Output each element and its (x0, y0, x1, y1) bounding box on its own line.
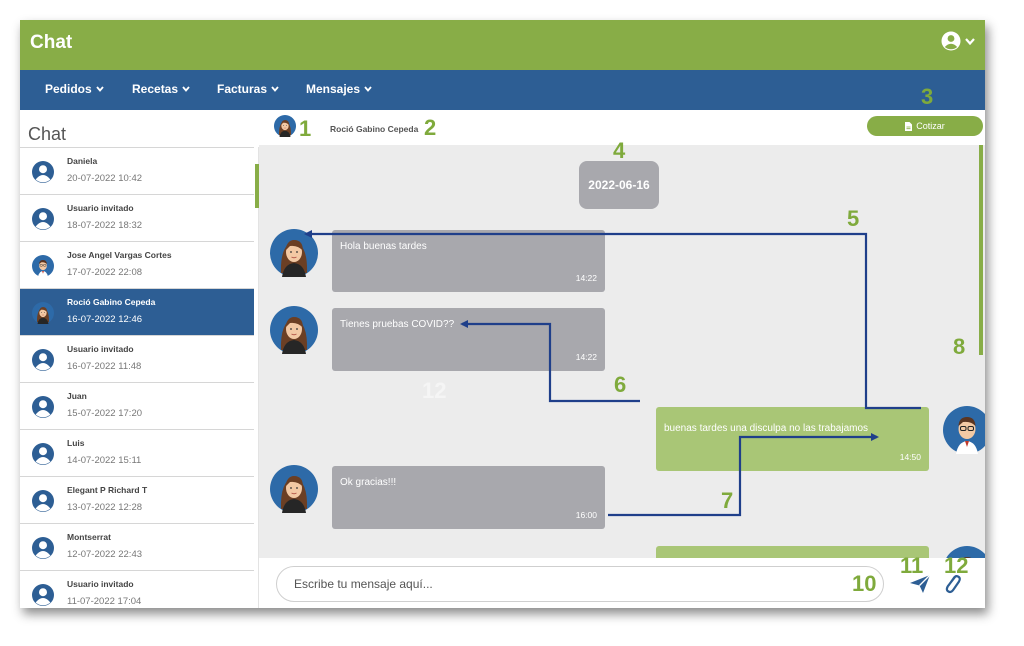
contact-time: 13-07-2022 12:28 (67, 502, 143, 513)
arrow-5 (304, 230, 921, 410)
chevron-down-icon (271, 86, 279, 92)
arrow-6 (460, 320, 640, 403)
cotizar-label: Cotizar (916, 121, 945, 131)
composer-bar (259, 558, 985, 608)
send-button[interactable] (909, 574, 931, 599)
annotation-5: 5 (847, 206, 860, 231)
contact-item[interactable]: Luis 14-07-2022 15:11 (20, 429, 254, 476)
annotation-6: 6 (614, 372, 627, 397)
message-bubble: Ok gracias!!! 16:00 (332, 466, 605, 529)
annotation-1: 1 (299, 116, 312, 141)
send-icon (910, 574, 931, 593)
annotation-12-ghost: 12 (422, 378, 447, 403)
contact-name: Daniela (67, 156, 98, 166)
contact-item[interactable]: Usuario invitado 11-07-2022 17:04 (20, 570, 254, 608)
annotation-11: 11 (900, 553, 924, 578)
message-time: 14:22 (575, 352, 597, 362)
chat-header: Roció Gabino Cepeda Cotizar (259, 110, 985, 145)
contact-time: 12-07-2022 22:43 (67, 549, 143, 560)
chat-contact-name: Roció Gabino Cepeda (330, 124, 419, 134)
message-bubble-outgoing: buenas tardes una disculpa no las trabaj… (656, 407, 929, 471)
annotation-4: 4 (613, 138, 626, 163)
message-bubble: Hola buenas tardes 14:22 (332, 230, 605, 292)
chevron-down-icon (182, 86, 190, 92)
user-circle-icon (941, 31, 961, 51)
contact-name: Montserrat (67, 532, 111, 542)
nav-facturas-label: Facturas (217, 82, 268, 96)
contact-item[interactable]: Elegant P Richard T 13-07-2022 12:28 (20, 476, 254, 523)
attach-button[interactable] (942, 571, 962, 600)
contact-item[interactable]: Daniela 20-07-2022 10:42 (20, 147, 254, 194)
paperclip-icon (945, 575, 961, 594)
contact-name: Usuario invitado (67, 203, 134, 213)
annotation-7: 7 (721, 488, 734, 513)
cotizar-button[interactable]: Cotizar (867, 116, 983, 136)
message-time: 14:50 (899, 452, 921, 462)
annotation-10: 10 (852, 571, 877, 596)
contact-time: 11-07-2022 17:04 (67, 596, 142, 607)
message-input[interactable] (276, 566, 884, 602)
contact-item[interactable]: Montserrat 12-07-2022 22:43 (20, 523, 254, 570)
nav-pedidos[interactable]: Pedidos (45, 82, 104, 96)
contact-time: 18-07-2022 18:32 (67, 220, 143, 231)
arrow-7 (608, 433, 879, 517)
nav-bar: Pedidos Recetas Facturas Mensajes (20, 70, 985, 110)
contact-name: Luis (67, 438, 85, 448)
message-text: Ok gracias!!! (340, 477, 397, 488)
contact-time: 14-07-2022 15:11 (67, 455, 142, 466)
contact-name: Elegant P Richard T (67, 485, 148, 495)
contact-item-active[interactable]: Roció Gabino Cepeda 16-07-2022 12:46 (20, 288, 254, 335)
app-title: Chat (30, 32, 73, 53)
nav-pedidos-label: Pedidos (45, 82, 92, 96)
contact-time: 17-07-2022 22:08 (67, 267, 143, 278)
annotation-3: 3 (921, 84, 934, 109)
contact-item[interactable]: Juan 15-07-2022 17:20 (20, 382, 254, 429)
contact-name: Juan (67, 391, 87, 401)
message-time: 16:00 (575, 510, 597, 520)
message-text: buenas tardes una disculpa no las trabaj… (664, 423, 869, 434)
nav-recetas-label: Recetas (132, 82, 179, 96)
contact-item[interactable]: Usuario invitado 16-07-2022 11:48 (20, 335, 254, 382)
chevron-down-icon (96, 86, 104, 92)
contact-time: 16-07-2022 11:48 (67, 361, 142, 372)
nav-facturas[interactable]: Facturas (217, 82, 279, 96)
contact-time: 20-07-2022 10:42 (67, 173, 143, 184)
file-icon (905, 121, 913, 131)
app-window: Chat Pedidos Recetas Facturas Mensajes C… (20, 20, 985, 608)
annotation-8: 8 (953, 334, 966, 359)
contact-name: Jose Angel Vargas Cortes (67, 250, 172, 260)
nav-mensajes[interactable]: Mensajes (306, 82, 372, 96)
message-time: 14:22 (575, 273, 597, 283)
contact-item[interactable]: Jose Angel Vargas Cortes 17-07-2022 22:0… (20, 241, 254, 288)
annotation-2: 2 (424, 115, 437, 140)
message-bubble-outgoing-partial (656, 546, 929, 558)
message-bubble: Tienes pruebas COVID?? 14:22 (332, 308, 605, 371)
contact-name: Usuario invitado (67, 579, 134, 589)
top-bar: Chat (20, 20, 985, 70)
date-separator: 2022-06-16 (579, 161, 659, 209)
annotation-12: 12 (944, 553, 969, 578)
sidebar-scrollbar[interactable] (255, 164, 259, 208)
user-menu-button[interactable] (941, 31, 975, 51)
contact-time: 15-07-2022 17:20 (67, 408, 143, 419)
contact-time: 16-07-2022 12:46 (67, 314, 143, 325)
chat-sidebar: Chat Daniela 20-07-2022 10:42 Usuario in… (20, 110, 259, 608)
message-area: 2022-06-16 Hola buenas tardes 14:22 Tien… (259, 145, 985, 558)
message-text: Tienes pruebas COVID?? (340, 319, 455, 330)
contact-name: Usuario invitado (67, 344, 134, 354)
nav-mensajes-label: Mensajes (306, 82, 361, 96)
sidebar-title: Chat (28, 124, 67, 144)
sidebar-scroll-track[interactable] (258, 147, 259, 608)
chat-scrollbar[interactable] (979, 145, 983, 355)
contact-list: Daniela 20-07-2022 10:42 Usuario invitad… (20, 147, 254, 608)
chevron-down-icon (965, 37, 975, 45)
message-text: Hola buenas tardes (340, 241, 427, 252)
nav-recetas[interactable]: Recetas (132, 82, 190, 96)
contact-name: Roció Gabino Cepeda (67, 297, 156, 307)
contact-item[interactable]: Usuario invitado 18-07-2022 18:32 (20, 194, 254, 241)
chevron-down-icon (364, 86, 372, 92)
